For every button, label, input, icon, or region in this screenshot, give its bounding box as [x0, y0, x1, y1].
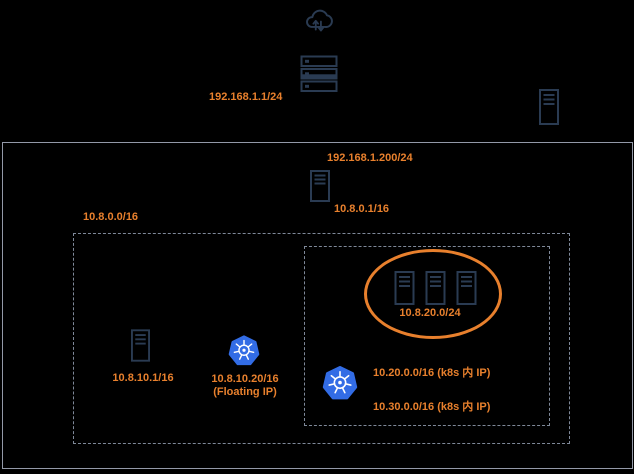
host-ip-label: 10.8.10.1/16	[112, 372, 174, 384]
gateway-lan-ip-label: 10.8.0.1/16	[334, 203, 390, 215]
k8s-node-server-icon	[394, 271, 415, 305]
k8s-subnet-dashed-box	[304, 246, 550, 426]
lan-subnet-dashed-box	[73, 233, 570, 444]
floating-ip-note: (Floating IP)	[213, 386, 277, 398]
lan-network-boundary-box	[2, 142, 633, 469]
kubernetes-icon	[322, 365, 358, 402]
k8s-nodes-ellipse	[364, 249, 502, 339]
floating-ip-label: 10.8.10.20/16 (Floating IP)	[199, 373, 291, 399]
internet-cloud-icon	[300, 6, 336, 33]
k8s-service-cidr-label: 10.30.0.0/16 (k8s 内 IP)	[373, 401, 491, 413]
router-switch-stack-icon	[300, 55, 338, 93]
host-server-icon	[131, 328, 150, 363]
k8s-node-server-icon	[456, 271, 477, 305]
floating-ip-value: 10.8.10.20/16	[211, 373, 279, 385]
gateway-wan-ip-label: 192.168.1.200/24	[327, 152, 413, 164]
internet-router-ip-label: 192.168.1.1/24	[209, 91, 283, 103]
gateway-server-icon	[310, 170, 330, 202]
k8s-pod-cidr-label: 10.20.0.0/16 (k8s 内 IP)	[373, 367, 491, 379]
kubernetes-icon	[228, 335, 260, 367]
k8s-node-server-icon	[425, 271, 446, 305]
k8s-nodes-cidr-label: 10.8.20.0/24	[399, 307, 461, 319]
external-server-icon	[539, 89, 559, 125]
lan-cidr-label: 10.8.0.0/16	[83, 211, 139, 223]
